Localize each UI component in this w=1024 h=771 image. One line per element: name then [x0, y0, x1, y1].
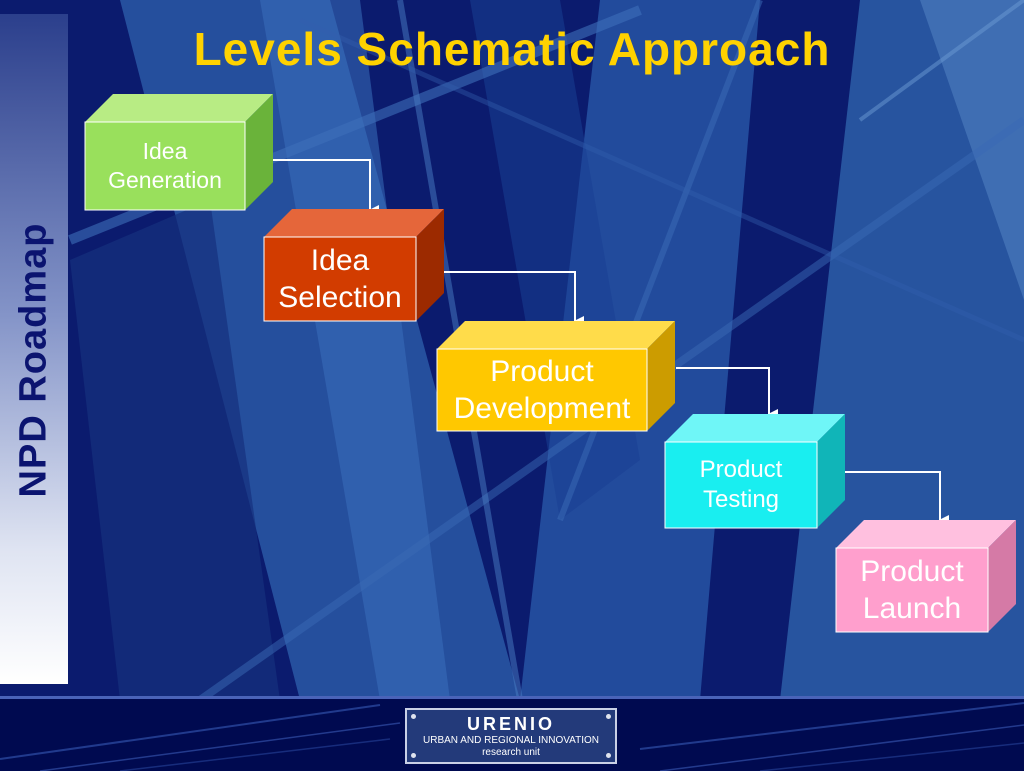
box-front [664, 441, 818, 529]
step-idea-selection: Idea Selection [263, 209, 446, 323]
connector-4 [830, 471, 949, 525]
logo-subtitle-line1: URBAN AND REGIONAL INNOVATION [423, 735, 599, 746]
rivet-icon [606, 753, 611, 758]
rivet-icon [411, 714, 416, 719]
page-title: Levels Schematic Approach [193, 23, 831, 75]
step-label: Product Testing [699, 456, 783, 513]
rivet-icon [411, 753, 416, 758]
box-side [988, 520, 1016, 632]
box-top [264, 209, 444, 237]
box-front [263, 236, 417, 322]
connector-1 [258, 159, 379, 215]
box-side [817, 414, 845, 528]
urenio-logo: URENIO URBAN AND REGIONAL INNOVATION res… [405, 708, 617, 764]
box-top [665, 414, 845, 442]
step-label: Idea Generation [108, 138, 222, 193]
box-top [437, 321, 675, 349]
sidebar-panel: NPD Roadmap [0, 14, 68, 684]
box-side [416, 209, 444, 321]
step-label: Product Launch [860, 554, 964, 626]
step-label: Product Development [453, 354, 631, 426]
step-idea-generation: Idea Generation [84, 94, 275, 212]
box-top [85, 94, 273, 122]
footer-streaks [0, 702, 1024, 771]
box-top [836, 520, 1016, 548]
box-shape [664, 414, 845, 529]
box-shape [835, 520, 1016, 633]
box-shape [436, 321, 675, 432]
connector-2 [428, 271, 584, 326]
box-side [245, 94, 273, 210]
step-product-development: Product Development [436, 321, 677, 433]
box-shape [84, 94, 273, 211]
box-front [84, 121, 246, 211]
connector-3 [676, 367, 778, 419]
flow-connectors [258, 159, 949, 525]
logo-subtitle-line2: research unit [482, 747, 540, 758]
step-product-testing: Product Testing [664, 414, 847, 530]
box-front [436, 348, 648, 432]
logo-name: URENIO [466, 714, 555, 734]
step-product-launch: Product Launch [835, 520, 1018, 634]
box-side [647, 321, 675, 431]
box-front [835, 547, 989, 633]
step-label: Idea Selection [278, 243, 402, 315]
box-shape [263, 209, 444, 322]
rivet-icon [606, 714, 611, 719]
